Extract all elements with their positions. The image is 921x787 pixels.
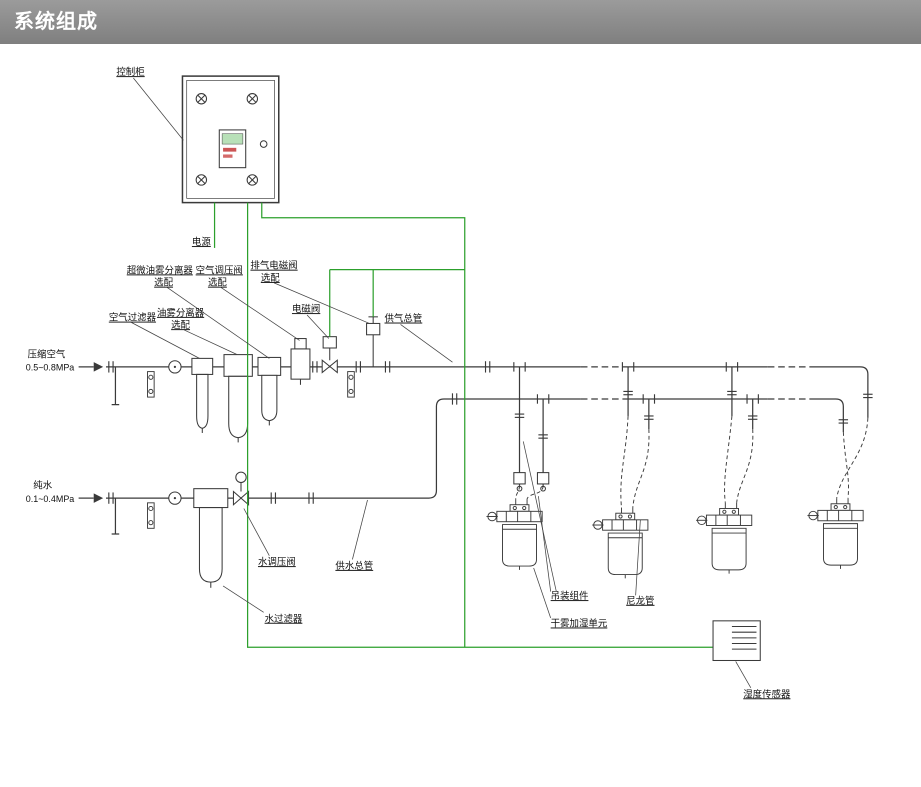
indicator-light-4 [246,174,259,186]
label-control-cabinet: 控制柜 [116,66,144,78]
air-pressure-gauge [168,360,182,374]
page-title: 系统组成 [14,11,98,33]
drop-station-2 [620,361,656,508]
system-diagram: 控制柜 电源 超微油雾分离器 选配 空气调压阀 选配 排气电磁阀 选配 空气过滤… [26,66,874,700]
humidity-sensor [712,620,761,662]
hanging-kit [513,472,550,492]
label-hanging-kit: 吊装组件 [551,590,589,602]
label-water-main: 供水总管 [335,560,373,572]
humidifier-unit-4 [806,497,864,570]
label-water-filter: 水过滤器 [265,613,303,625]
wall-bracket-air-1 [147,371,155,398]
wall-bracket-water [147,502,155,529]
label-optional-4: 选配 [171,319,190,331]
cabinet-button [259,140,268,148]
label-air-regulator: 空气调压阀 [196,264,243,276]
drop-station-3 [724,361,759,503]
label-compressed-air: 压缩空气 [28,348,66,360]
label-compressed-air-pressure: 0.5~0.8MPa [26,363,75,373]
header-bar: 系统组成 [0,0,921,44]
label-oil-separator: 油雾分离器 [157,307,205,319]
label-air-main: 供气总管 [385,313,423,325]
drop-station-1 [513,361,550,500]
controller-display [218,129,247,169]
humidifier-unit-3 [695,502,753,575]
label-ultra-oil-separator: 超微油雾分离器 [127,264,194,276]
air-supply-line [105,360,869,418]
label-power: 电源 [192,236,211,248]
label-optional-2: 选配 [208,277,227,289]
label-optional-3: 选配 [261,272,280,284]
humidifier-unit-1 [485,498,543,571]
solenoid-valve [321,336,338,374]
water-regulator-valve [232,471,250,506]
label-solenoid-valve: 电磁阀 [292,303,320,315]
indicator-light-2 [246,93,259,105]
label-pure-water-pressure: 0.1~0.4MPa [26,494,75,504]
humidifier-unit-2 [591,507,649,579]
oil-separator-unit [223,354,253,443]
air-regulator-unit [290,338,311,385]
control-wiring [213,202,714,648]
control-cabinet [181,75,280,204]
wall-bracket-air-2 [347,371,355,398]
label-air-filter: 空气过滤器 [109,312,157,324]
exhaust-solenoid-valve [366,316,381,367]
air-filter-unit [191,357,214,433]
leader-lines [131,77,752,689]
label-water-regulator: 水调压阀 [258,556,296,568]
label-nylon-tube: 尼龙管 [626,595,654,607]
air-inlet-arrow [78,362,104,372]
label-optional-1: 选配 [154,277,173,289]
indicator-light-1 [195,93,208,105]
water-pressure-gauge [168,491,182,505]
ultra-separator-unit [257,356,282,426]
water-filter-unit [193,488,229,588]
label-pure-water: 纯水 [33,480,52,492]
drop-station-4 [836,393,874,499]
water-inlet-arrow [78,493,104,503]
label-exhaust-solenoid: 排气电磁阀 [250,260,297,272]
water-supply-line [105,392,844,535]
label-humidity-sensor: 湿度传感器 [743,688,791,700]
label-fog-unit: 干雾加湿单元 [551,618,608,630]
indicator-light-3 [195,174,208,186]
